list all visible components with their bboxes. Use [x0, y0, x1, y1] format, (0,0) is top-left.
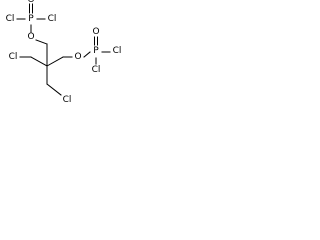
- atom-cl-bottom: Cl: [63, 95, 72, 105]
- atom-cl-right: Cl: [113, 46, 122, 56]
- atom-cl-top-right: Cl: [48, 14, 57, 24]
- atom-cl-left-mid: Cl: [9, 52, 18, 62]
- atom-o-top-ester: O: [27, 32, 34, 42]
- bond-central-c-ch2-left: [30, 56, 48, 67]
- bond-o-top-ch2: [35, 39, 48, 45]
- bond-ch2-bottom-cl: [46, 83, 62, 96]
- atom-labels: Cl P Cl O O Cl O P Cl O Cl Cl: [6, 0, 122, 105]
- bond-central-c-ch2-right: [46, 56, 64, 67]
- atom-p-top: P: [28, 14, 34, 24]
- atom-o-right-ester: O: [74, 52, 81, 62]
- atom-p-right: P: [93, 46, 99, 56]
- atom-o-top-double: O: [27, 0, 34, 5]
- bond-o-right-p-right: [83, 51, 91, 58]
- atom-cl-top-left: Cl: [6, 14, 15, 24]
- chemical-structure: Cl P Cl O O Cl O P Cl O Cl Cl: [6, 0, 122, 105]
- bonds: [16, 3, 111, 96]
- atom-o-right-double: O: [92, 27, 99, 37]
- atom-cl-right-lower: Cl: [92, 65, 101, 75]
